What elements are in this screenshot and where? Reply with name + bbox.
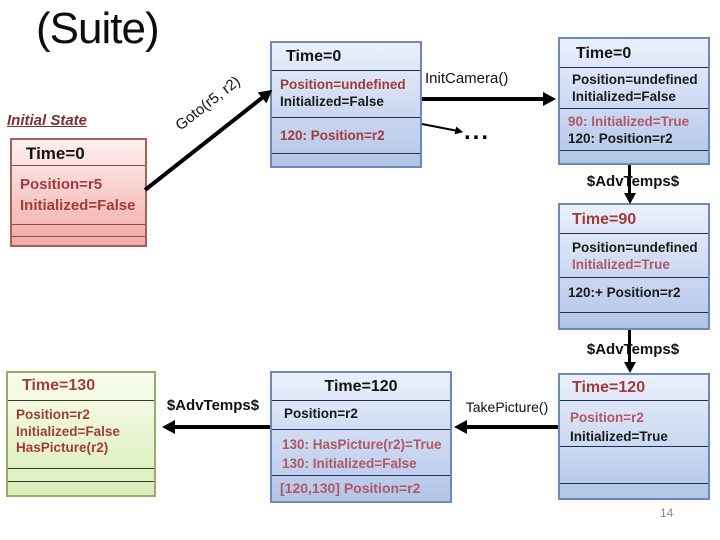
state-line-future: 90: Initialized=True [568, 114, 690, 129]
state-box-after-goto: Time=0 Position=undefined Initialized=Fa… [270, 41, 422, 168]
adv-temps-label-top: $AdvTemps$ [586, 173, 680, 190]
state-line-initialized: Initialized=True [570, 429, 668, 444]
state-box-header: Time=120 [560, 375, 708, 401]
adv-temps-arrow-bottom [162, 420, 270, 434]
empty-row [560, 151, 708, 163]
state-line-position: Position=undefined [572, 240, 698, 255]
state-line-position: Position=r2 [570, 410, 644, 425]
empty-row [560, 313, 708, 328]
slide-title: (Suite) [36, 4, 160, 53]
empty-row [560, 484, 708, 498]
init-camera-arrow-label: InitCamera() [425, 70, 509, 87]
empty-row [272, 154, 420, 166]
arrowhead-icon [454, 420, 467, 434]
state-line-initialized: Initialized=True [572, 257, 670, 272]
page-number: 14 [660, 506, 674, 520]
state-line-position: Position=r5 [20, 176, 103, 193]
state-box-header: Time=130 [8, 373, 154, 401]
state-line-future: 120:+ Position=r2 [568, 285, 681, 300]
state-line-has-picture: HasPicture(r2) [16, 440, 109, 455]
state-line-future: 120: Position=r2 [280, 128, 385, 143]
state-line-future: 130: Initialized=False [282, 456, 417, 471]
arrowhead-icon [454, 126, 464, 136]
state-line-position: Position=undefined [280, 77, 406, 92]
state-line-future: 130: HasPicture(r2)=True [282, 437, 442, 452]
state-line-interval: [120,130] Position=r2 [280, 480, 421, 496]
init-camera-arrow [422, 92, 556, 106]
adv-temps-label-mid: $AdvTemps$ [586, 341, 680, 358]
state-line-position: Position=r2 [16, 407, 90, 422]
empty-row [8, 482, 154, 495]
state-box-header: Time=120 [272, 373, 450, 401]
state-line-future: 120: Position=r2 [568, 131, 673, 146]
empty-row [8, 469, 154, 482]
adv-temps-label-bottom: $AdvTemps$ [166, 397, 260, 414]
empty-row [12, 237, 145, 245]
ellipsis-arrow [421, 123, 464, 136]
state-box-after-init-camera: Time=0 Position=undefined Initialized=Fa… [558, 37, 710, 165]
empty-row [560, 447, 708, 484]
state-box-time-130: Time=130 Position=r2 Initialized=False H… [6, 371, 156, 497]
state-line-initialized: Initialized=False [16, 423, 120, 439]
state-box-time-120-mid: Time=120 Position=r2 130: HasPicture(r2)… [270, 371, 452, 503]
ellipsis-text: ... [464, 118, 491, 145]
state-box-header: Time=0 [272, 43, 420, 71]
empty-row [12, 225, 145, 237]
adv-temps-arrow-mid [623, 330, 636, 373]
take-picture-arrow [454, 420, 558, 434]
arrowhead-icon [543, 92, 556, 106]
state-line-initialized: Initialized=False [20, 197, 136, 214]
arrowhead-icon [623, 193, 636, 204]
state-line-initialized: Initialized=False [280, 94, 384, 109]
state-box-header: Time=0 [560, 39, 708, 68]
state-box-time-90: Time=90 Position=undefined Initialized=T… [558, 203, 710, 330]
arrowhead-icon [162, 420, 175, 434]
state-box-time-120-right: Time=120 Position=r2 Initialized=True [558, 373, 710, 500]
arrowhead-icon [623, 362, 636, 373]
state-line-position: Position=r2 [284, 406, 358, 421]
state-line-position: Position=undefined [572, 72, 698, 87]
state-box-header: Time=0 [12, 140, 145, 166]
initial-state-label: Initial State [7, 112, 88, 129]
take-picture-arrow-label: TakePicture() [465, 399, 549, 415]
state-box-initial: Time=0 Position=r5 Initialized=False [10, 138, 147, 247]
adv-temps-arrow-top [623, 165, 636, 204]
state-line-initialized: Initialized=False [572, 89, 676, 104]
state-box-header: Time=90 [560, 205, 708, 234]
